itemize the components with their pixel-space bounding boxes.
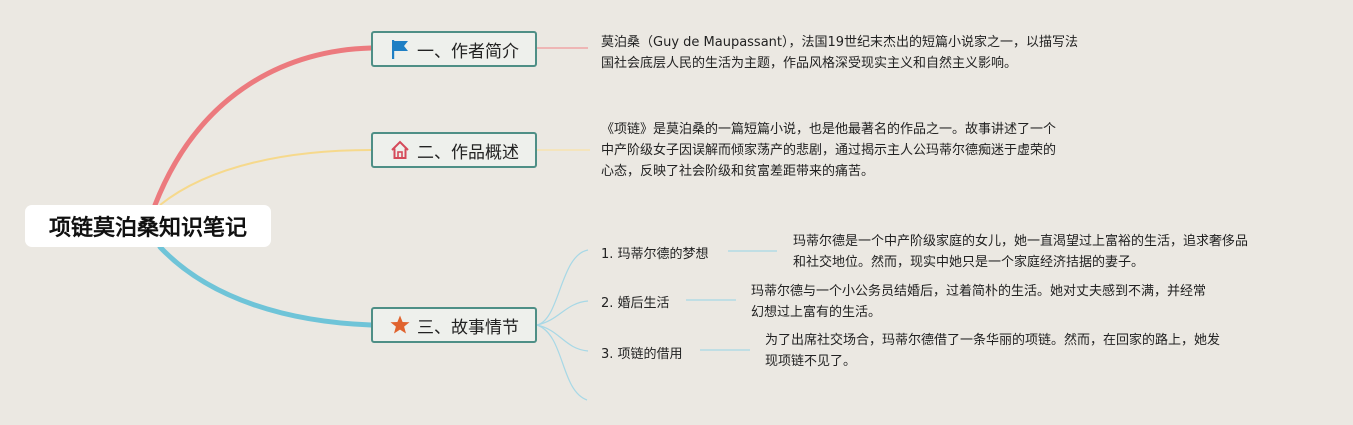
sub-topic-necklace[interactable]: 3. 项链的借用 <box>601 343 683 362</box>
note-line: 玛蒂尔德与一个小公务员结婚后，过着简朴的生活。她对丈夫感到不满，并经常 <box>751 284 1207 299</box>
home-icon <box>389 139 411 161</box>
note-line: 国社会底层人民的生活为主题，作品风格深受现实主义和自然主义影响。 <box>601 56 1018 71</box>
sub-topic-label: 3. 项链的借用 <box>601 347 683 362</box>
topic-plot[interactable]: 三、故事情节 <box>371 307 537 343</box>
sub-topic-marriage[interactable]: 2. 婚后生活 <box>601 292 670 311</box>
note-line: 《项链》是莫泊桑的一篇短篇小说，也是他最著名的作品之一。故事讲述了一个 <box>601 122 1057 137</box>
sub-topic-label: 1. 玛蒂尔德的梦想 <box>601 247 709 262</box>
sub-topic-label: 2. 婚后生活 <box>601 296 670 311</box>
branch-line-overview <box>159 149 372 206</box>
branch-line-author <box>152 45 374 208</box>
topic-overview-label: 二、作品概述 <box>417 142 519 163</box>
note-necklace: 为了出席社交场合，玛蒂尔德借了一条华丽的项链。然而，在回家的路上，她发 现项链不… <box>765 330 1220 372</box>
note-line: 中产阶级女子因误解而倾家荡产的悲剧，通过揭示主人公玛蒂尔德痴迷于虚荣的 <box>601 143 1057 158</box>
topic-overview[interactable]: 二、作品概述 <box>371 132 537 168</box>
note-overview: 《项链》是莫泊桑的一篇短篇小说，也是他最著名的作品之一。故事讲述了一个 中产阶级… <box>601 119 1056 182</box>
note-line: 心态，反映了社会阶级和贫富差距带来的痛苦。 <box>601 164 875 179</box>
note-author: 莫泊桑（Guy de Maupassant），法国19世纪末杰出的短篇小说家之一… <box>601 32 1078 74</box>
note-line: 现项链不见了。 <box>765 354 857 369</box>
root-title: 项链莫泊桑知识笔记 <box>48 216 247 241</box>
note-dream: 玛蒂尔德是一个中产阶级家庭的女儿，她一直渴望过上富裕的生活，追求奢侈品 和社交地… <box>793 231 1248 273</box>
sub-topic-dream[interactable]: 1. 玛蒂尔德的梦想 <box>601 243 709 262</box>
note-line: 为了出席社交场合，玛蒂尔德借了一条华丽的项链。然而，在回家的路上，她发 <box>765 333 1221 348</box>
sub-branch-line-4 <box>536 324 588 401</box>
sub-branch-line-1 <box>536 249 589 326</box>
note-line: 莫泊桑（Guy de Maupassant），法国19世纪末杰出的短篇小说家之一… <box>601 35 1079 50</box>
root-node[interactable]: 项链莫泊桑知识笔记 <box>25 205 271 247</box>
star-icon <box>389 314 411 336</box>
sub-branch-line-3 <box>536 324 589 352</box>
topic-author-label: 一、作者简介 <box>417 41 519 62</box>
note-line: 玛蒂尔德是一个中产阶级家庭的女儿，她一直渴望过上富裕的生活，追求奢侈品 <box>793 234 1249 249</box>
note-marriage: 玛蒂尔德与一个小公务员结婚后，过着简朴的生活。她对丈夫感到不满，并经常 幻想过上… <box>751 281 1206 323</box>
topic-plot-label: 三、故事情节 <box>417 317 519 338</box>
note-line: 幻想过上富有的生活。 <box>751 305 882 320</box>
branch-line-plot <box>157 244 374 328</box>
topic-author[interactable]: 一、作者简介 <box>371 31 537 67</box>
flag-icon <box>389 38 411 60</box>
note-line: 和社交地位。然而，现实中她只是一个家庭经济拮据的妻子。 <box>793 255 1145 270</box>
sub-branch-line-2 <box>536 300 589 326</box>
